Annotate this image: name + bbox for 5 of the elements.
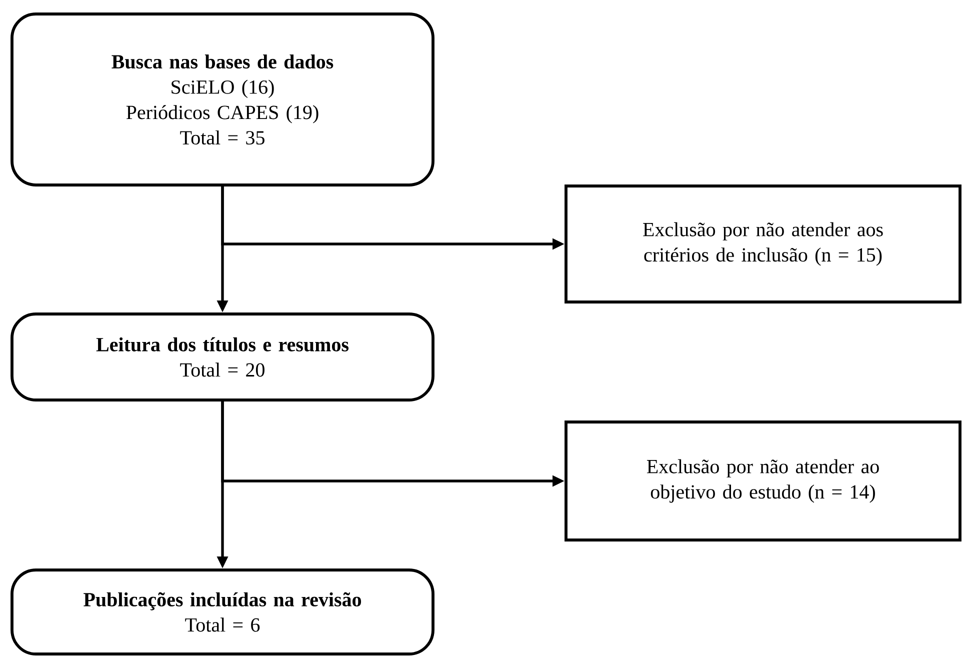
rounded-box: Busca nas bases de dados SciELO (16) Periódicos CAPES (19) Total = 35 bbox=[10, 12, 434, 186]
rounded-box: Leitura dos títulos e resumos Total = 20 bbox=[10, 312, 434, 402]
exclusion-box: Exclusão por não atender aos critérios de inclusão (n = 15) bbox=[564, 184, 962, 304]
rounded-box: Publicações incluídas na revisão Total = 6 bbox=[10, 568, 434, 656]
exclusion-box: Exclusão por não atender ao objetivo do estudo (n = 14) bbox=[564, 420, 962, 542]
